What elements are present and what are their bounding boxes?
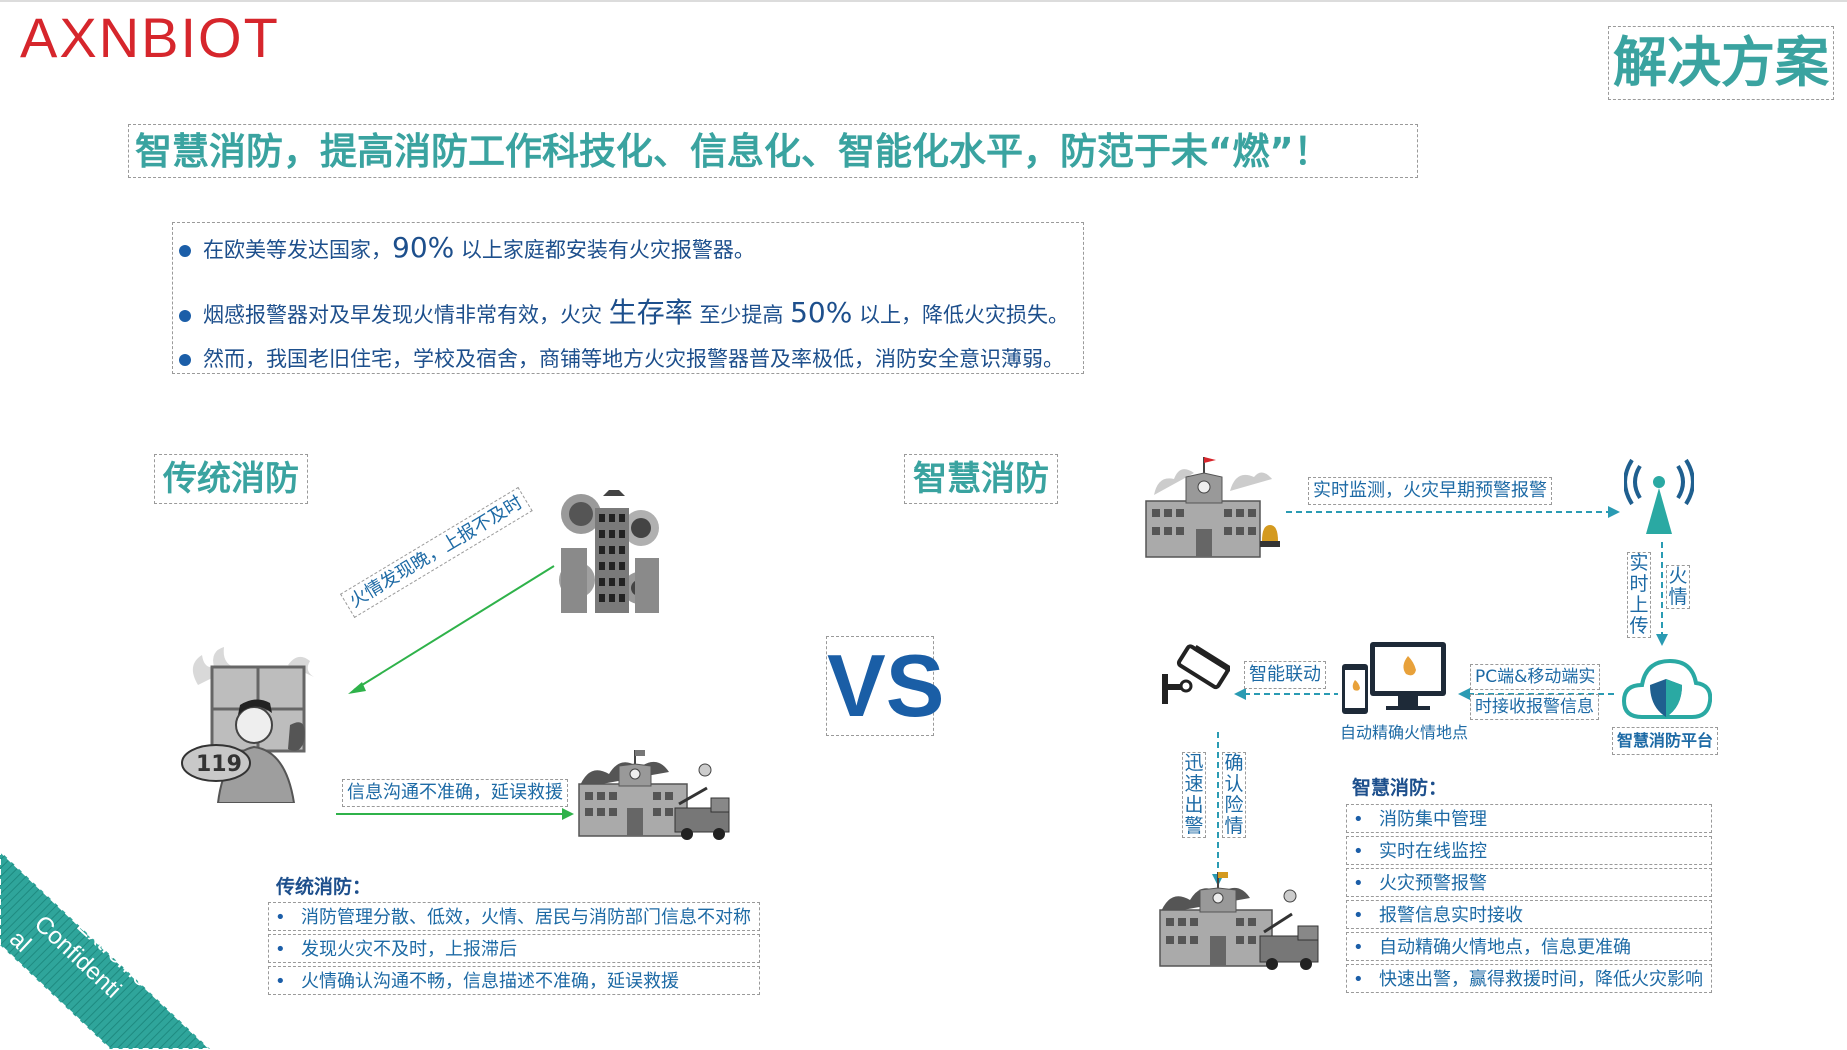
- list-item-text: 快速出警，赢得救援时间，降低火灾影响: [1379, 969, 1703, 990]
- fact-text: 以上，降低火灾损失。: [852, 303, 1069, 327]
- location-label: 自动精确火情地点: [1340, 723, 1469, 742]
- fact-item: 然而，我国老旧住宅，学校及宿舍，商铺等地方火灾报警器普及率极低，消防安全意识薄弱…: [179, 343, 1064, 373]
- pc-mobile-icon: [1342, 642, 1446, 714]
- fact-highlight: 50%: [790, 296, 853, 329]
- fact-highlight: 90%: [392, 231, 455, 264]
- upload-arrow: [1656, 542, 1668, 646]
- phone-number-label: 119: [196, 752, 242, 777]
- monitor-arrow: [1286, 506, 1620, 518]
- confirm-label: 确认险情: [1222, 752, 1246, 838]
- fact-text: 在欧美等发达国家，: [203, 238, 392, 262]
- bullet-dot-icon: •: [1353, 937, 1364, 958]
- fact-highlight: 生存率: [608, 296, 693, 329]
- company-logo: AXNBIOT: [20, 6, 280, 69]
- headline: 智慧消防，提高消防工作科技化、信息化、智能化水平，防范于未“燃”！: [128, 124, 1418, 178]
- bullet-dot-icon: •: [275, 907, 286, 928]
- platform-label: 智慧消防平台: [1612, 727, 1719, 755]
- upload-label-fire: 火情: [1666, 565, 1690, 609]
- bullet-dot-icon: •: [275, 939, 286, 960]
- bullet-dot-icon: •: [275, 971, 286, 992]
- fact-text: 烟感报警器对及早发现火情非常有效，火灾: [203, 303, 609, 327]
- top-rule: [0, 0, 1847, 2]
- report-delay-arrow: [348, 565, 555, 694]
- smart-title: 智慧消防: [904, 454, 1058, 504]
- traditional-summary-title: 传统消防：: [276, 876, 372, 898]
- list-item-text: 自动精确火情地点，信息更准确: [1379, 937, 1631, 958]
- upload-label: 实时上传: [1627, 552, 1651, 638]
- list-item-text: 实时在线监控: [1379, 841, 1487, 862]
- list-item: • 报警信息实时接收: [1346, 900, 1712, 929]
- list-item: • 消防管理分散、低效，火情、居民与消防部门信息不对称: [268, 902, 760, 931]
- bullet-dot-icon: [179, 354, 191, 366]
- monitored-school-icon: [1145, 457, 1280, 558]
- page-tag: 解决方案: [1608, 26, 1834, 100]
- list-item: • 消防集中管理: [1346, 804, 1712, 833]
- traditional-title: 传统消防: [154, 454, 308, 504]
- school-firetruck-icon: [1159, 872, 1319, 970]
- arrow-label-communication: 信息沟通不准确，延误救援: [342, 779, 568, 807]
- smart-summary-title: 智慧消防：: [1352, 777, 1448, 799]
- pc-mobile-label-1: PC端&移动端实: [1470, 664, 1601, 690]
- list-item-text: 发现火灾不及时，上报滞后: [301, 939, 517, 960]
- bullet-dot-icon: •: [1353, 905, 1364, 926]
- fact-text: 以上家庭都安装有火灾报警器。: [454, 238, 755, 262]
- list-item-text: 火灾预警报警: [1379, 873, 1487, 894]
- signal-tower-icon: [1624, 458, 1694, 534]
- list-item: • 火情确认沟通不畅，信息描述不准确，延误救援: [268, 966, 760, 995]
- fact-item: 烟感报警器对及早发现火情非常有效，火灾 生存率 至少提高 50% 以上，降低火灾…: [179, 291, 1069, 331]
- monitor-label: 实时监测，火灾早期预警报警: [1308, 477, 1552, 505]
- traditional-summary-list: • 消防管理分散、低效，火情、居民与消防部门信息不对称 • 发现火灾不及时，上报滞后…: [268, 902, 760, 998]
- vs-label: VS: [826, 636, 945, 736]
- bullet-dot-icon: [179, 245, 191, 257]
- list-item: • 快速出警，赢得救援时间，降低火灾影响: [1346, 964, 1712, 993]
- list-item: • 自动精确火情地点，信息更准确: [1346, 932, 1712, 961]
- cloud-shield-icon: [1622, 658, 1712, 719]
- school-firetruck-icon: [578, 750, 730, 840]
- confidential-watermark: Extreme Confidenti al: [0, 850, 210, 1050]
- smart-summary-list: • 消防集中管理 • 实时在线监控 • 火灾预警报警 • 报警信息实时接收 • 自动精确火…: [1346, 804, 1712, 996]
- bullet-dot-icon: •: [1353, 841, 1364, 862]
- linkage-arrow: [1234, 688, 1338, 700]
- bullet-dot-icon: •: [1353, 873, 1364, 894]
- list-item-text: 火情确认沟通不畅，信息描述不准确，延误救援: [301, 971, 679, 992]
- linkage-label: 智能联动: [1244, 661, 1326, 689]
- bullet-dot-icon: [179, 310, 191, 322]
- pc-mobile-label-2: 时接收报警信息: [1470, 694, 1599, 720]
- dispatch-label: 迅速出警: [1182, 752, 1206, 838]
- bullet-dot-icon: •: [1353, 809, 1364, 830]
- caller-icon: 119: [181, 647, 314, 803]
- list-item-text: 消防管理分散、低效，火情、居民与消防部门信息不对称: [301, 907, 751, 928]
- fact-item: 在欧美等发达国家，90% 以上家庭都安装有火灾报警器。: [179, 231, 755, 264]
- facts-box: 在欧美等发达国家，90% 以上家庭都安装有火灾报警器。 烟感报警器对及早发现火情…: [172, 222, 1084, 374]
- list-item: • 发现火灾不及时，上报滞后: [268, 934, 760, 963]
- communication-arrow: [336, 808, 574, 820]
- fact-text: 至少提高: [692, 303, 791, 327]
- security-camera-icon: [1162, 644, 1230, 704]
- burning-tower-icon: [559, 490, 659, 613]
- fact-text: 然而，我国老旧住宅，学校及宿舍，商铺等地方火灾报警器普及率极低，消防安全意识薄弱…: [203, 347, 1064, 371]
- list-item-text: 报警信息实时接收: [1379, 905, 1523, 926]
- list-item: • 火灾预警报警: [1346, 868, 1712, 897]
- list-item-text: 消防集中管理: [1379, 809, 1487, 830]
- bullet-dot-icon: •: [1353, 969, 1364, 990]
- list-item: • 实时在线监控: [1346, 836, 1712, 865]
